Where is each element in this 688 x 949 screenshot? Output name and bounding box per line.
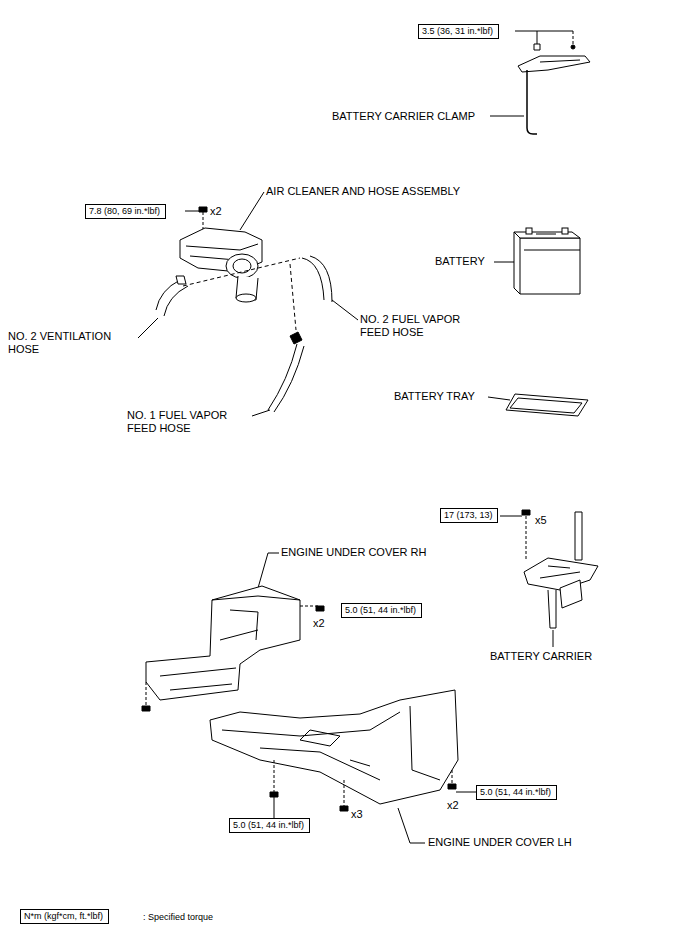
battery	[494, 228, 580, 294]
battery-carrier	[500, 510, 598, 647]
bolt-count: x5	[535, 514, 547, 527]
torque-value: 5.0 (51, 44 in.*lbf)	[345, 605, 416, 615]
part-name: ENGINE UNDER COVER LH	[428, 836, 572, 849]
torque-box: 5.0 (51, 44 in.*lbf)	[341, 603, 422, 618]
air-cleaner-assembly	[180, 192, 300, 330]
part-name: ENGINE UNDER COVER RH	[281, 546, 426, 559]
part-name: BATTERY CARRIER	[490, 650, 592, 663]
bolt-count: x2	[313, 617, 325, 630]
torque-value: 7.8 (80, 69 in.*lbf)	[89, 206, 160, 216]
engine-under-cover-lh	[210, 690, 476, 843]
legend-text: : Specified torque	[143, 912, 213, 922]
part-name: BATTERY TRAY	[394, 390, 475, 403]
torque-box: 5.0 (51, 44 in.*lbf)	[229, 818, 310, 833]
part-name: NO. 2 VENTILATION HOSE	[8, 330, 133, 356]
engine-under-cover-rh	[142, 553, 324, 711]
torque-value: N*m (kgf*cm, ft.*lbf)	[24, 911, 103, 921]
torque-box: 5.0 (51, 44 in.*lbf)	[476, 785, 557, 800]
part-name: AIR CLEANER AND HOSE ASSEMBLY	[266, 185, 460, 198]
battery-tray	[488, 394, 588, 416]
torque-value: 3.5 (36, 31 in.*lbf)	[422, 26, 493, 36]
bolt-count: x3	[351, 808, 363, 821]
part-name: NO. 2 FUEL VAPOR FEED HOSE	[360, 313, 475, 339]
bolt-count: x2	[210, 205, 222, 218]
bolt-count: x2	[447, 799, 459, 812]
part-name: BATTERY CARRIER CLAMP	[332, 110, 475, 123]
part-name: BATTERY	[435, 255, 485, 268]
torque-box: 17 (173, 13)	[440, 508, 498, 523]
legend-entry: : Specified torque	[143, 911, 213, 924]
torque-box: 7.8 (80, 69 in.*lbf)	[85, 204, 166, 219]
torque-box: N*m (kgf*cm, ft.*lbf)	[20, 909, 109, 924]
torque-value: 17 (173, 13)	[444, 510, 493, 520]
battery-carrier-clamp	[490, 31, 590, 134]
torque-box: 3.5 (36, 31 in.*lbf)	[418, 24, 499, 39]
torque-value: 5.0 (51, 44 in.*lbf)	[480, 787, 551, 797]
torque-value: 5.0 (51, 44 in.*lbf)	[233, 820, 304, 830]
part-name: NO. 1 FUEL VAPOR FEED HOSE	[127, 409, 242, 435]
hoses	[138, 256, 358, 416]
